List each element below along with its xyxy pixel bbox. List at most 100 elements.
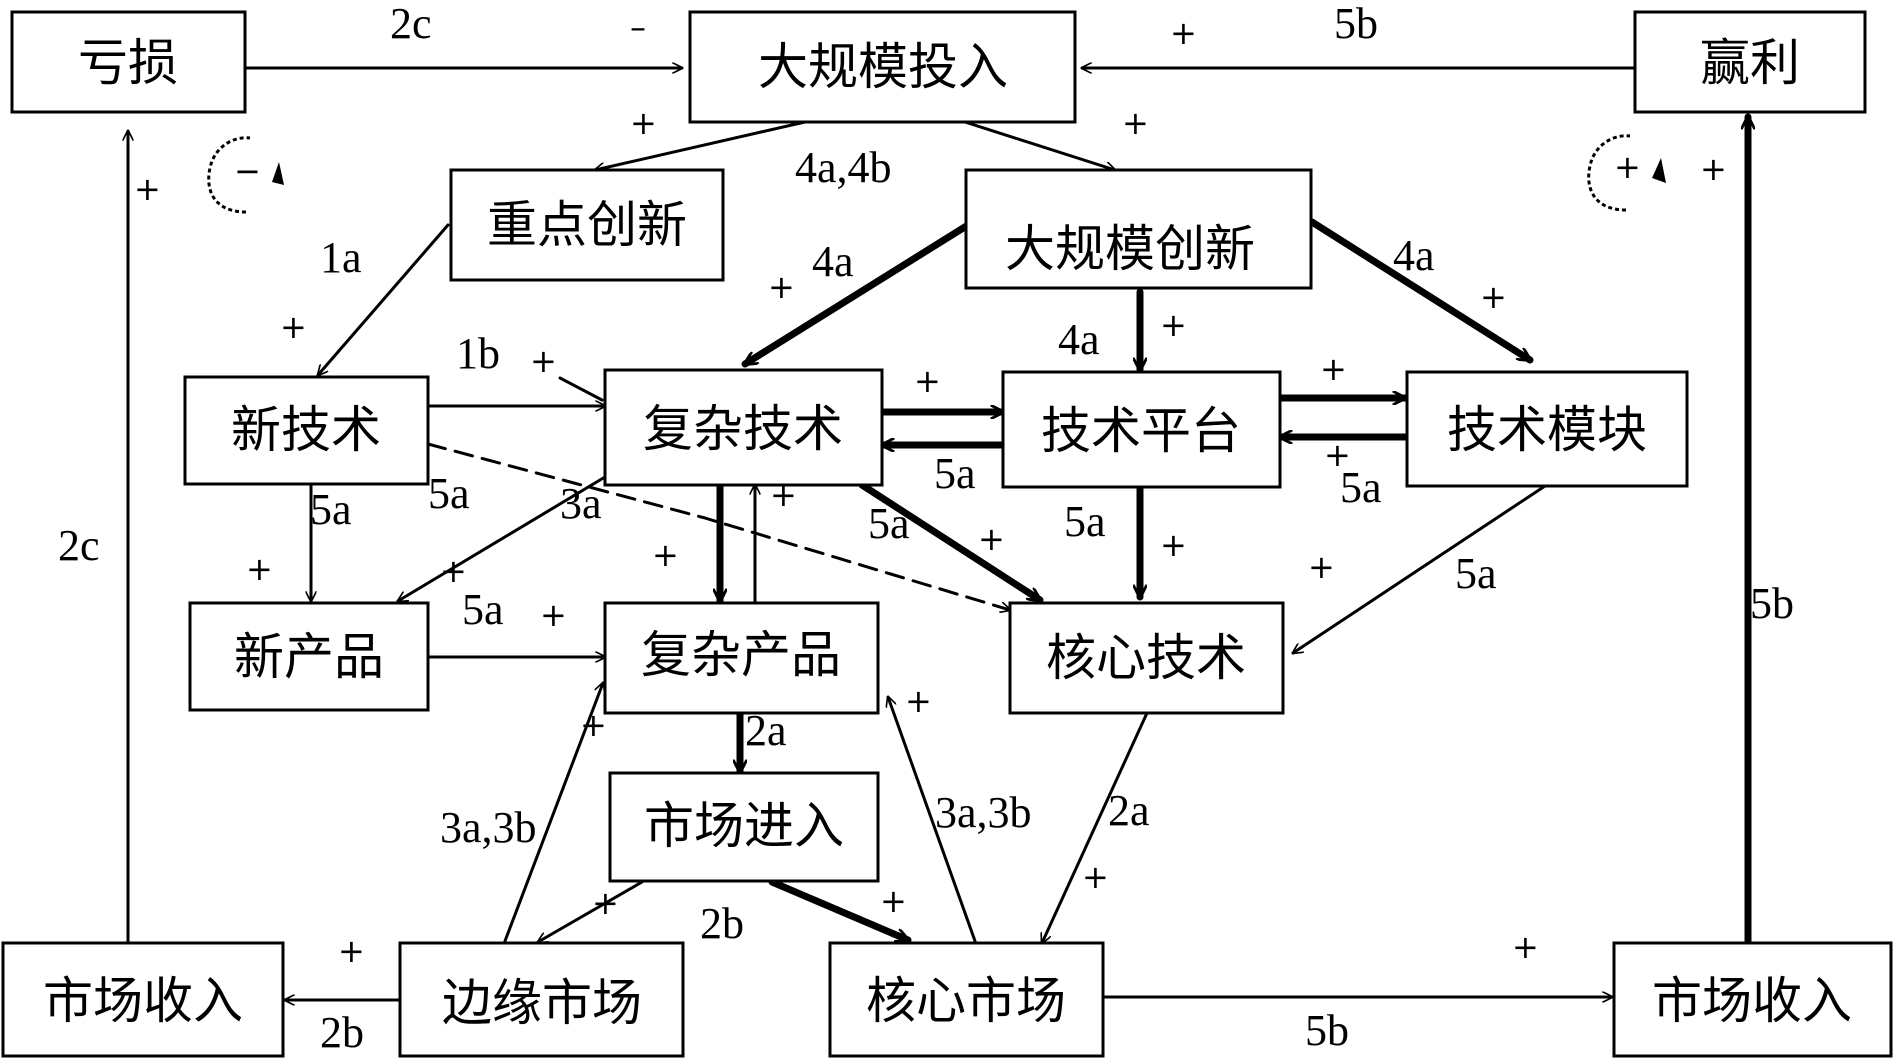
edge-fuzajishu-to-hexinjishu <box>858 481 1040 604</box>
node-kuisun: 亏损 <box>10 10 247 114</box>
sign-plus-fuza-down: + <box>652 536 679 574</box>
loop-left-arrowhead <box>272 162 284 185</box>
label-4a-left: 4a <box>812 237 854 286</box>
node-shichang-shouru-left-label: 市场收入 <box>43 972 243 1030</box>
node-kuisun-label: 亏损 <box>78 34 178 92</box>
node-xin-jishu-label: 新技术 <box>231 401 381 459</box>
edge-1b-tick <box>558 376 604 402</box>
edge-xinjishu-to-hexinjishu-dashed <box>426 442 1010 610</box>
sign-plus-fuzaprod: + <box>540 596 567 634</box>
edges <box>128 68 1748 1000</box>
sign-plus-3a-right: + <box>905 682 932 720</box>
node-dagui-touru: 大规模投入 <box>688 10 1077 124</box>
sign-plus-core-a: + <box>978 520 1005 558</box>
edge-hexinshichang-to-fuzachanpin <box>888 697 977 943</box>
sign-plus-shouru-right: + <box>1512 928 1539 966</box>
label-5a-xinjishu: 5a <box>310 485 352 534</box>
sign-plus-4a-mid: + <box>1160 306 1187 344</box>
loop-right-sign: + <box>1614 148 1641 186</box>
sign-plus-bianyuan: + <box>592 884 619 922</box>
sign-plus-left-up: + <box>134 170 161 208</box>
edge-daguichuangxin-to-fuzajishu <box>745 221 972 368</box>
edge-mokuai-to-hexinjishu <box>1293 484 1547 653</box>
edge-bianyuan-to-fuzachanpin <box>503 683 603 943</box>
node-fuza-chanpin: 复杂产品 <box>603 601 880 715</box>
node-jishu-pingtai-label: 技术平台 <box>1041 402 1241 460</box>
node-shichang-shouru-right-label: 市场收入 <box>1652 972 1852 1030</box>
label-5a-pingtai: 5a <box>934 449 976 498</box>
node-shichang-jinru-label: 市场进入 <box>644 797 844 855</box>
loop-right-arrowhead <box>1652 158 1666 183</box>
node-jishu-mokuai-label: 技术模块 <box>1447 401 1647 459</box>
label-5a-mokuai-pt: 5a <box>1340 463 1382 512</box>
label-3a3b-left: 3a,3b <box>440 803 537 852</box>
label-5b-top: 5b <box>1334 0 1378 48</box>
sign-plus-mokuai: + <box>1320 350 1347 388</box>
label-5b-right: 5b <box>1750 579 1794 628</box>
label-2a-prod: 2a <box>745 706 787 755</box>
node-yingli-label: 赢利 <box>1700 34 1800 92</box>
node-fuza-jishu: 复杂技术 <box>603 368 884 487</box>
node-shichang-shouru-right: 市场收入 <box>1612 941 1893 1058</box>
node-xin-jishu: 新技术 <box>183 375 430 486</box>
nodes: 亏损 大规模投入 赢利 重点创新 大规模创新 新技术 复杂技术 技术平台 <box>1 10 1893 1058</box>
edge-touru-to-zhongdian <box>595 120 807 170</box>
label-5a-diag: 5a <box>428 469 470 518</box>
node-bianyuan-shichang-label: 边缘市场 <box>442 974 642 1032</box>
label-3a3b-right: 3a,3b <box>935 788 1032 837</box>
edge-zhongdian-to-xinjishu <box>318 223 450 375</box>
sign-plus-xinchanpin: + <box>246 550 273 588</box>
edge-hexinjishu-to-hexinshichang <box>1042 711 1149 943</box>
sign-plus-fuza-up: + <box>770 476 797 514</box>
node-xin-chanpin-label: 新产品 <box>234 628 384 686</box>
node-dagui-chuangxin-label: 大规模创新 <box>1005 220 1255 278</box>
node-shichang-jinru: 市场进入 <box>608 771 880 883</box>
label-3a-dash: 3a <box>560 479 602 528</box>
label-5a-xinchanpin: 5a <box>462 585 504 634</box>
label-2b-mid: 2b <box>700 899 744 948</box>
node-jishu-mokuai: 技术模块 <box>1405 370 1689 488</box>
polarity-signs: – + + + + + + + + + + + + + + + + + + + … <box>134 8 1727 970</box>
node-fuza-chanpin-label: 复杂产品 <box>641 626 841 684</box>
node-jishu-pingtai: 技术平台 <box>1001 370 1282 489</box>
label-2a-core: 2a <box>1108 786 1150 835</box>
edge-fuzajishu-to-xinchanpin <box>398 466 622 601</box>
edge-jinru-to-hexinshichang <box>768 878 908 944</box>
node-dagui-chuangxin: 大规模创新 <box>964 168 1313 290</box>
loop-left-sign: − <box>234 152 261 190</box>
node-hexin-shichang-label: 核心市场 <box>866 972 1066 1030</box>
node-zhongdian-chuangxin: 重点创新 <box>449 168 725 282</box>
loop-left-arc <box>207 136 251 214</box>
label-5b-bottom: 5b <box>1305 1006 1349 1055</box>
sign-plus-shouru-left: + <box>338 932 365 970</box>
label-2b-bottom: 2b <box>320 1008 364 1057</box>
label-5a-core: 5a <box>1064 497 1106 546</box>
node-bianyuan-shichang: 边缘市场 <box>398 941 685 1058</box>
edge-daguichuangxin-to-mokuai <box>1308 218 1530 364</box>
sign-plus-core-c: + <box>1308 548 1335 586</box>
node-xin-chanpin: 新产品 <box>188 601 430 712</box>
sign-plus-1b: + <box>530 342 557 380</box>
edge-labels: 2c 5b 4a,4b 1a 4a 4a 4a 1b 5a 5a 3a 5a 5… <box>58 0 1794 1057</box>
node-shichang-shouru-left: 市场收入 <box>1 941 285 1058</box>
node-zhongdian-chuangxin-label: 重点创新 <box>487 196 687 254</box>
label-1a: 1a <box>320 233 362 282</box>
label-2c-left: 2c <box>58 521 100 570</box>
node-hexin-shichang: 核心市场 <box>828 941 1105 1058</box>
sign-minus-2c: – <box>630 8 646 46</box>
sign-plus-diag: + <box>440 552 467 590</box>
sign-plus-dagui: + <box>1122 104 1149 142</box>
label-5a-mokuai-core: 5a <box>1455 549 1497 598</box>
label-5a-fuza: 5a <box>868 499 910 548</box>
node-dagui-touru-label: 大规模投入 <box>758 38 1008 96</box>
sign-plus-4a-right: + <box>1480 278 1507 316</box>
sign-plus-3a-left: + <box>580 706 607 744</box>
edge-touru-to-daguichuangxin <box>963 120 1115 170</box>
loop-right: + <box>1587 134 1666 212</box>
loop-right-arc <box>1587 134 1631 212</box>
label-2c-top: 2c <box>390 0 432 48</box>
node-yingli: 赢利 <box>1633 10 1867 114</box>
label-4a-mid: 4a <box>1058 315 1100 364</box>
loop-left: − <box>207 136 284 214</box>
sign-plus-4a-left: + <box>768 268 795 306</box>
